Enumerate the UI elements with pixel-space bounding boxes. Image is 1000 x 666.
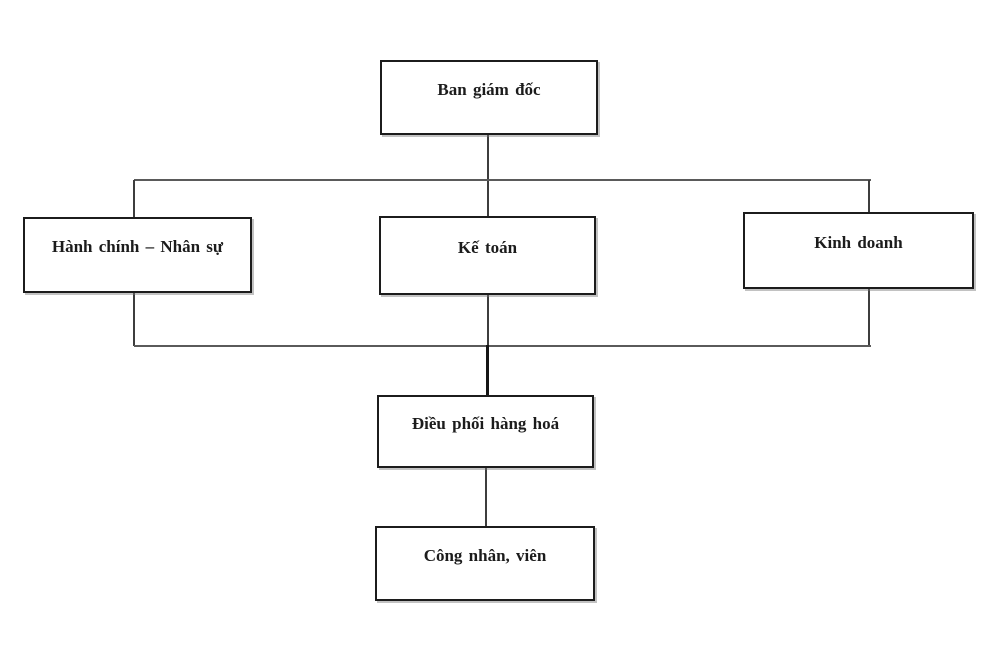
connector-upper-bus [134, 179, 871, 181]
connector-lower-bus [134, 345, 871, 347]
connector-sales-to-bus [868, 289, 870, 346]
connector-board-to-bus [487, 135, 489, 216]
node-ban-giam-doc-label: Ban giám đốc [437, 79, 541, 99]
node-dieu-phoi-hang-hoa: Điều phối hàng hoá [377, 395, 594, 468]
connector-bus-to-coordination [486, 345, 489, 395]
node-hanh-chinh-nhan-su-label: Hành chính – Nhân sự [51, 237, 224, 256]
node-ke-toan: Kế toán [379, 216, 596, 295]
node-kinh-doanh: Kinh doanh [743, 212, 974, 289]
node-ban-giam-doc: Ban giám đốc [380, 60, 598, 135]
node-cong-nhan-vien: Công nhân, viên [375, 526, 595, 601]
node-dieu-phoi-hang-hoa-label: Điều phối hàng hoá [411, 413, 560, 433]
connector-hr-to-bus [133, 293, 135, 346]
node-kinh-doanh-label: Kinh doanh [814, 232, 903, 252]
connector-coordination-to-staff [485, 468, 487, 526]
connector-accounting-to-bus [487, 295, 489, 346]
node-hanh-chinh-nhan-su: Hành chính – Nhân sự [23, 217, 252, 293]
connector-bus-to-hr [133, 180, 135, 217]
connector-bus-to-sales [868, 180, 870, 212]
node-ke-toan-label: Kế toán [457, 237, 518, 257]
node-cong-nhan-vien-label: Công nhân, viên [423, 545, 547, 565]
